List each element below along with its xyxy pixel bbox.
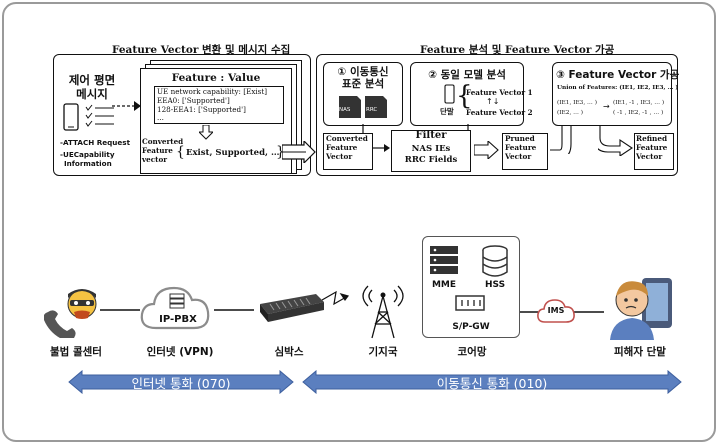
converted-value: Exist, Supported, … [186, 148, 280, 158]
control-plane-label: 제어 평면 메시지 [68, 73, 116, 101]
mme-label: MME [431, 280, 457, 290]
fv-swap-arrow: ↑↓ [486, 97, 500, 106]
hss-database-icon [482, 245, 508, 277]
pruned-fv-box [502, 133, 548, 170]
to-analysis-arrow [282, 141, 316, 163]
converted-to-filter-arrow [373, 144, 390, 152]
converted-fv-label: Converted Feature Vector [326, 134, 368, 161]
feature-value-header: Feature : Value [171, 72, 261, 84]
step2-title: ② 동일 모델 분석 [428, 69, 506, 81]
base-station-label: 기지국 [368, 346, 398, 358]
convert-down-arrow [199, 125, 213, 140]
victim-terminal-label: 피해자 단말 [614, 346, 666, 358]
outer-frame [2, 2, 716, 442]
sgw-router-icon [455, 295, 485, 311]
refined-fv-box [634, 133, 674, 170]
feature-lines-box [154, 86, 284, 124]
ims-cloud-icon [537, 299, 575, 323]
refined-fv-label: Refined Feature Vector [636, 134, 668, 161]
hss-label: HSS [484, 280, 506, 290]
simbox-label: 심박스 [274, 346, 304, 358]
nas-doc-label: NAS [339, 107, 351, 113]
victim-person-icon [610, 278, 672, 340]
terminal-label: 단말 [440, 107, 454, 116]
uecap-label-line1: -UECapability [60, 150, 115, 159]
ip-pbx-label: IP-PBX [159, 314, 197, 325]
fv2-label: Feature Vector 2 [466, 108, 533, 117]
set-left-1: (IE1, IE3, … ) [557, 100, 597, 106]
core-network-label: 코어망 [457, 346, 487, 358]
phone-checklist-icon [63, 103, 114, 131]
ims-label: IMS [547, 306, 565, 315]
fv1-label: Feature Vector 1 [466, 88, 533, 97]
bracket-close: } [276, 144, 285, 160]
internet-cloud-icon [140, 286, 210, 330]
collect-section-title: Feature Vector 변환 및 메시지 수집 [112, 44, 291, 56]
step3-box [552, 62, 672, 126]
set-left-2: (IE2, … ) [557, 110, 584, 116]
mme-server-icon [430, 246, 458, 274]
filter-to-pruned-arrow [474, 141, 499, 159]
collect-dashed-arrow [112, 101, 141, 111]
feature-line-2: EEA0: ['Supported'] [157, 96, 230, 105]
filter-title: Filter [415, 130, 447, 141]
filter-box [391, 130, 471, 172]
mobile-call-arrow [302, 370, 682, 394]
scam-caller-icon [44, 289, 97, 338]
internet-call-arrow [68, 370, 294, 394]
step1-title: ① 이동통신 표준 분석 [337, 66, 389, 90]
analysis-section-title: Feature 분석 및 Feature Vector 가공 [420, 44, 615, 56]
uecap-label-line2: Information [64, 159, 112, 168]
converted-label: Converted Feature vector [142, 137, 184, 164]
pruned-fv-label: Pruned Feature Vector [505, 134, 537, 161]
mobile-call-label: 이동통신 통화 (010) [436, 376, 548, 391]
set-right-1: (IE1, -1 , IE3, … ) [613, 100, 665, 106]
sgw-label: S/P-GW [452, 322, 490, 332]
step2-brace: { [456, 81, 473, 111]
terminal-phone-icon [444, 84, 455, 104]
simbox-device-icon [260, 294, 324, 322]
set-right-2: ( -1 , IE2, -1 , … ) [613, 110, 664, 116]
union-line: Union of Features: (IE1, IE2, IE3, … ) [557, 85, 679, 91]
internet-call-label: 인터넷 통화 (070) [131, 376, 231, 391]
feature-line-3: 128-EEA1: ['Supported'] [157, 105, 246, 114]
feature-line-1: UE network capability: [Exist] [157, 87, 268, 96]
set-transform-arrow: → [603, 102, 610, 111]
filter-nas-ies: NAS IEs [411, 144, 451, 154]
step3-title: ③ Feature Vector 가공 [556, 69, 680, 81]
base-station-tower-icon [362, 285, 404, 339]
converted-fv-box [323, 133, 373, 170]
scam-center-label: 불법 콜센터 [50, 346, 102, 358]
nas-rrc-doc-icons [339, 96, 387, 118]
rrc-doc-label: RRC [366, 107, 378, 113]
step2-box [410, 62, 524, 126]
feature-line-4: ... [157, 113, 164, 122]
attach-request-label: -ATTACH Request [60, 138, 131, 147]
bracket-open: { [176, 144, 185, 160]
step3-to-refined-arrow [598, 126, 633, 156]
filter-rrc-fields: RRC Fields [404, 155, 458, 165]
step1-box [323, 62, 403, 126]
internet-vpn-label: 인터넷 (VPN) [146, 346, 214, 358]
